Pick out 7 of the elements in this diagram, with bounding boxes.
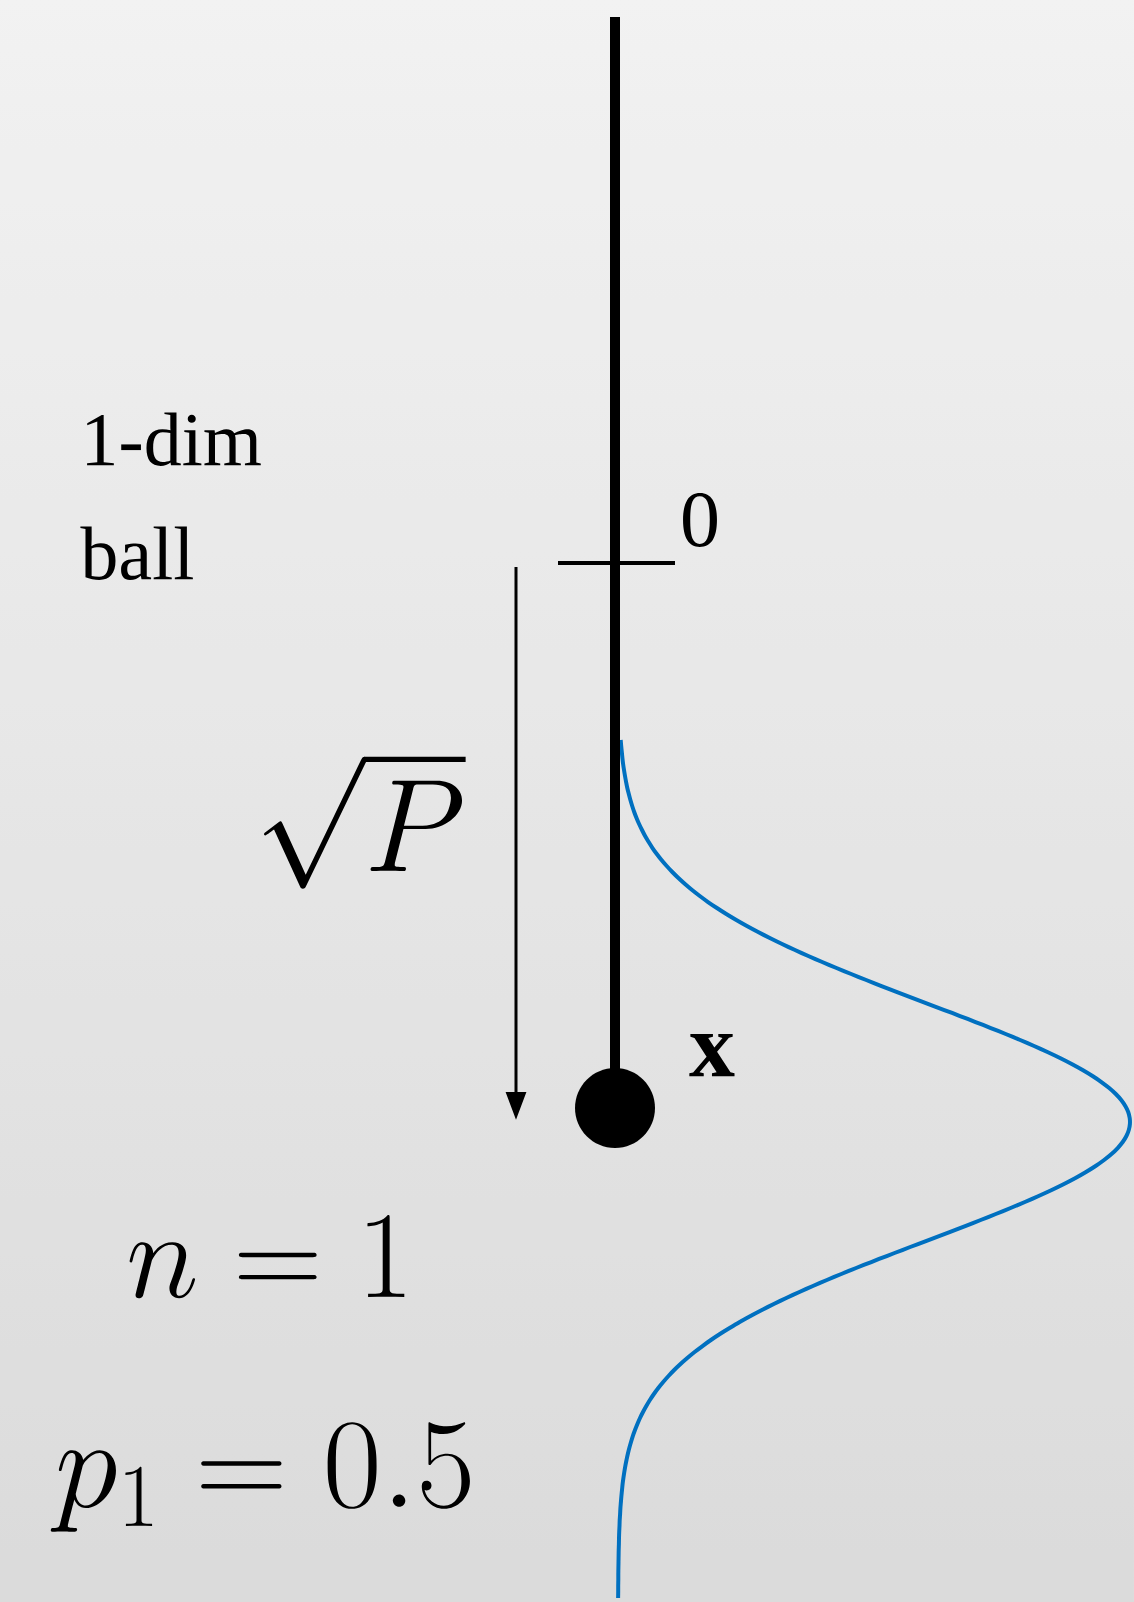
formula: $p_1 = 0.5$ [50,1422,470,1532]
formula: $n = 1$ [129,1215,405,1299]
point-label: x [689,1033,735,1077]
point-marker [575,1068,655,1148]
tick-label: 0 [683,493,717,547]
side-note: 1-dim ball [80,412,261,580]
formula: $\sqrt{P}$ [264,756,466,889]
